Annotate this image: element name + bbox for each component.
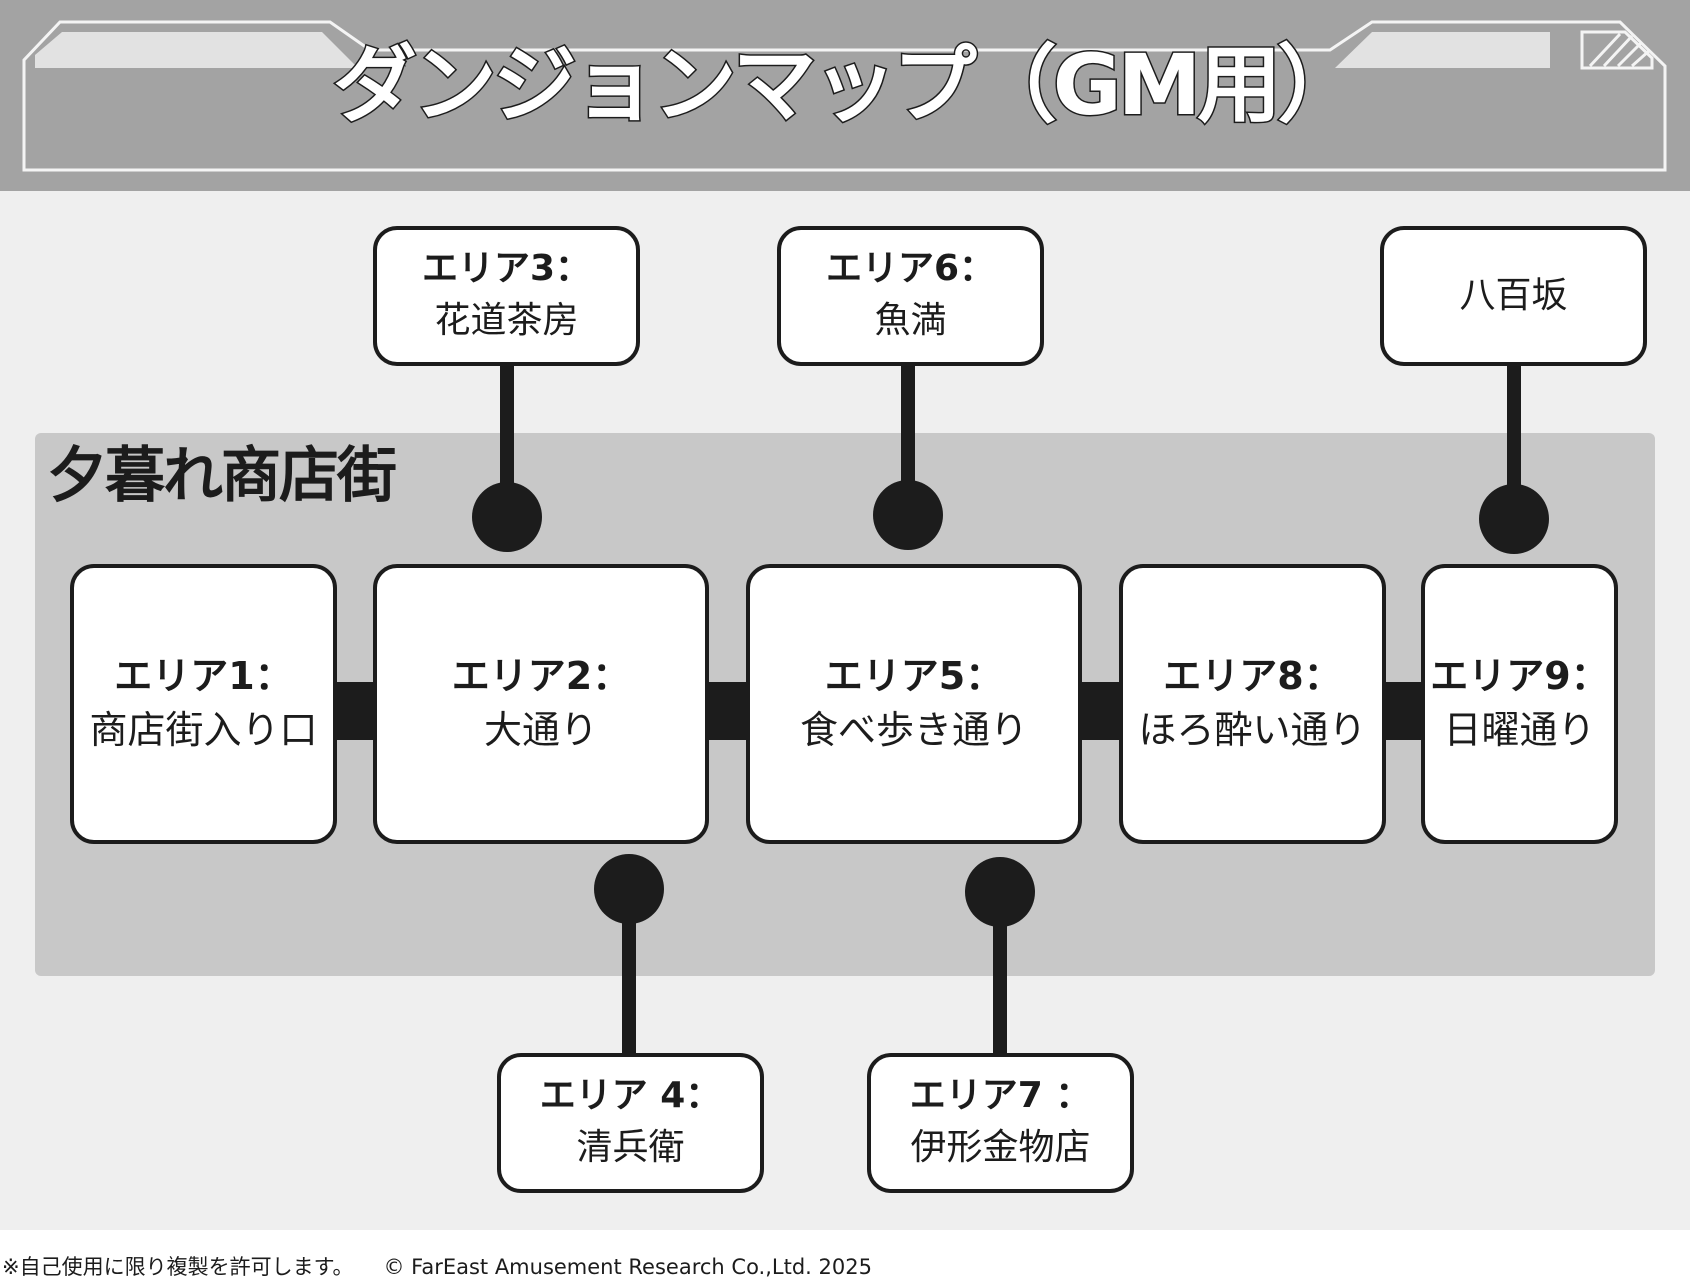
page-title: ダンジョンマップ（GM用） [331,35,1363,136]
connector-a6-stem [901,362,915,515]
area-label: エリア9： [1430,654,1609,698]
header-frame-left-bar [35,32,358,68]
area-label: エリア3： [421,248,592,289]
area-name: 清兵衛 [576,1127,685,1168]
area-name: 伊形金物店 [910,1127,1091,1168]
area-name: 八百坂 [1459,275,1568,316]
area-name: ほろ酔い通り [1138,708,1367,752]
connector-a8-a9 [1380,682,1428,740]
footer [0,1230,1690,1283]
area-title: 夕暮れ商店街 [47,441,397,511]
header-banner: ダンジョンマップ（GM用） [0,0,1690,191]
area-node-3: エリア3： 花道茶房 [373,226,640,366]
area-label: エリア2： [451,654,631,698]
footer-copyright: © FarEast Amusement Research Co.,Ltd. 20… [383,1255,872,1279]
area-node-1: エリア1： 商店街入り口 [70,564,337,844]
connector-a7-stem [993,892,1007,1057]
area-node-6: エリア6： 魚満 [777,226,1044,366]
connector-a3-joint [472,482,542,552]
header-frame-right-bar [1335,32,1550,68]
header-hatch-lines [1588,32,1651,68]
header-frame [22,20,1667,172]
area-label: エリア7 ： [909,1075,1092,1116]
area-label: エリア6： [825,248,996,289]
footer-text: ※自己使用に限り複製を許可します。 © FarEast Amusement Res… [2,1253,872,1281]
header-frame-outline [22,20,1667,172]
connector-a5-a8 [1077,682,1125,740]
connector-yaoya-stem [1507,362,1521,519]
area-name: 日曜通り [1443,708,1596,752]
area-node-8: エリア8： ほろ酔い通り [1119,564,1386,844]
connector-a3-stem [500,362,514,517]
connector-a1-a2 [330,682,378,740]
connector-a4-stem [622,889,636,1057]
connector-a6-joint [873,480,943,550]
area-node-7: エリア7 ： 伊形金物店 [867,1053,1134,1193]
header-frame-hatch [1580,30,1654,70]
area-label: エリア8： [1163,654,1342,698]
area-node-5: エリア5： 食べ歩き通り [746,564,1082,844]
area-node-4: エリア 4： 清兵衛 [497,1053,764,1193]
area-node-9: エリア9： 日曜通り [1421,564,1618,844]
connector-yaoya-joint [1479,484,1549,554]
area-name: 食べ歩き通り [799,708,1028,752]
connector-a2-a5 [704,682,752,740]
area-label: エリア1： [114,654,293,698]
area-name: 魚満 [874,300,947,341]
area-name: 大通り [483,708,598,752]
footer-notice: ※自己使用に限り複製を許可します。 [2,1255,354,1279]
area-label: エリア5： [824,654,1004,698]
area-name: 商店街入り口 [89,708,318,752]
area-name: 花道茶房 [434,300,579,341]
area-node-yaoya: 八百坂 [1380,226,1647,366]
area-label: エリア 4： [539,1075,722,1116]
area-node-2: エリア2： 大通り [373,564,709,844]
